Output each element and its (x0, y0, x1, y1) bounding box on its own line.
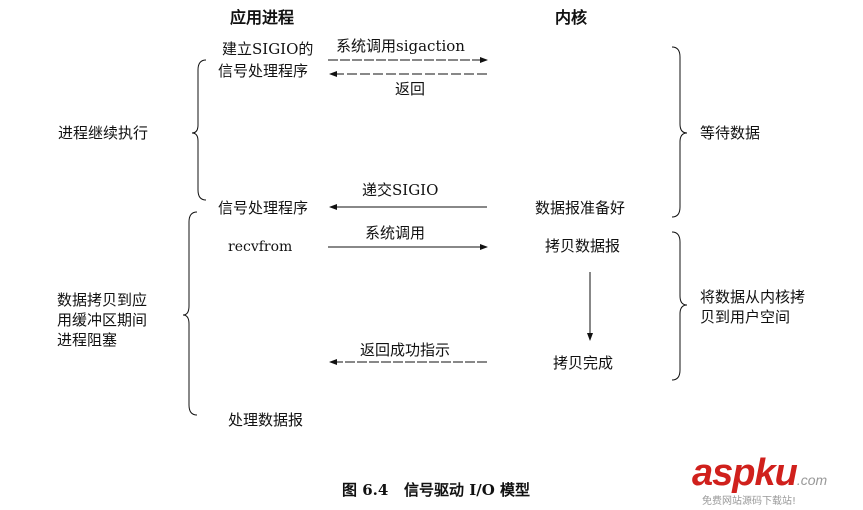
copy-datagram-label: 拷贝数据报 (545, 237, 621, 255)
right-brace-wait (671, 46, 688, 218)
deliver-sigio-label: 递交SIGIO (362, 181, 439, 199)
continue-label: 进程继续执行 (58, 124, 149, 142)
blocked-line1: 数据拷贝到应 (57, 291, 148, 309)
signal-handler-label: 信号处理程序 (218, 199, 309, 217)
recvfrom-label: recvfrom (228, 239, 293, 255)
success-label: 返回成功指示 (360, 341, 451, 359)
figure-caption: 图 6.4 信号驱动 I/O 模型 (342, 481, 530, 499)
blocked-line2: 用缓冲区期间 (57, 311, 148, 329)
setup-handler-line1: 建立SIGIO的 (222, 40, 314, 58)
watermark-domain: .com (796, 472, 828, 488)
watermark-logo: aspku.com 免费网站源码下载站! (692, 452, 828, 507)
setup-handler-line2: 信号处理程序 (218, 62, 309, 80)
app-process-header: 应用进程 (230, 8, 295, 27)
right-brace-copy (671, 231, 688, 381)
watermark-brand: aspku (692, 452, 798, 494)
left-brace-continue (191, 59, 207, 201)
process-datagram-label: 处理数据报 (228, 411, 304, 429)
blocked-line3: 进程阻塞 (57, 331, 118, 349)
syscall-label: 系统调用 (365, 224, 426, 242)
return-label: 返回 (395, 80, 426, 98)
copy-phase-line2: 贝到用户空间 (700, 308, 791, 326)
kernel-header: 内核 (555, 8, 588, 27)
wait-data-label: 等待数据 (700, 124, 761, 142)
copy-done-label: 拷贝完成 (553, 354, 614, 372)
copy-phase-line1: 将数据从内核拷 (700, 288, 806, 306)
left-brace-blocked (182, 211, 198, 416)
sigaction-label: 系统调用sigaction (336, 37, 465, 55)
watermark-slogan: 免费网站源码下载站! (702, 496, 797, 507)
datagram-ready-label: 数据报准备好 (535, 199, 626, 217)
